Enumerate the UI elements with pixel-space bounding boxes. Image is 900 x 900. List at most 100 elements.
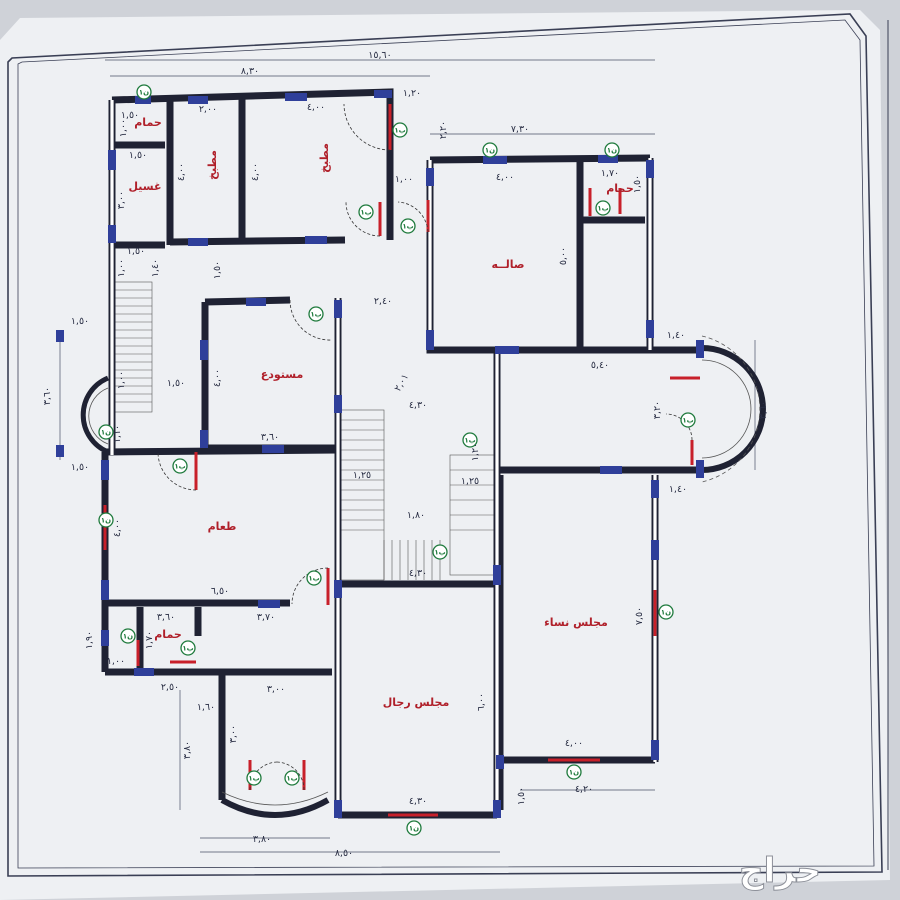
window-badge: ن١ (566, 764, 582, 780)
dim-100-a: ١,٠٠ (118, 119, 129, 137)
svg-text:ن١: ن١ (101, 429, 111, 437)
svg-text:ب١: ب١ (360, 209, 371, 217)
window-badge: ن١ (98, 512, 114, 528)
svg-text:ن١: ن١ (123, 633, 133, 641)
dim-100-b: ١,٠٠ (116, 259, 127, 277)
windows (56, 90, 704, 818)
window-badge: ن١ (136, 84, 152, 100)
window-badge: ن١ (406, 820, 422, 836)
svg-text:ب١: ب١ (402, 223, 413, 231)
dim-100-e: ١,٠٠ (107, 656, 125, 667)
dim-430-men: ٤,٣٠ (409, 796, 427, 807)
badges: ب١ ب١ ب١ ن١ ن١ ن١ ب١ ب١ ن١ ب١ ن١ ب١ ن١ ب… (98, 84, 696, 836)
svg-text:ن١: ن١ (485, 147, 495, 155)
dimension-lines (59, 59, 756, 853)
stairs-center (339, 409, 495, 581)
dim-100-d: ١,٠٠ (116, 371, 127, 389)
door-badge: ب١ (284, 770, 300, 786)
room-label-hall: صالــه (491, 258, 524, 271)
door-badge: ب١ (595, 200, 611, 216)
dim-400-b: ٤,٠٠ (176, 163, 187, 181)
door-badge: ب١ (400, 218, 416, 234)
dim-370: ٣,٧٠ (257, 612, 275, 623)
dim-360-right: ٣,٦٠ (758, 401, 769, 419)
svg-text:ن١: ن١ (661, 609, 671, 617)
room-label-bathroom-left: حمام (154, 628, 182, 641)
entrance-arc (220, 791, 330, 818)
door-badge: ب١ (358, 204, 374, 220)
room-label-kitchen-1: مطبخ (206, 150, 219, 180)
watermark-logo: حراج (739, 851, 822, 892)
dim-360-store: ٣,٦٠ (261, 432, 279, 443)
svg-text:ب١: ب١ (286, 775, 297, 783)
dim-170: ١,٧٠ (601, 168, 619, 179)
door-badge: ب١ (246, 770, 262, 786)
window-badge: ن١ (604, 142, 620, 158)
dim-140-c: ١,٤٠ (669, 484, 687, 495)
dim-150-c: ١,٥٠ (127, 246, 145, 257)
dim-140-a: ١,٤٠ (150, 259, 161, 277)
svg-text:حراج: حراج (739, 851, 821, 891)
dim-110: ١,١٠ (112, 425, 123, 443)
dim-150-f: ١,٥٠ (71, 316, 89, 327)
dim-150-h: ١,٥٠ (71, 462, 89, 473)
dim-150-e: ١,٥٠ (632, 175, 643, 193)
svg-text:ب١: ب١ (310, 311, 321, 319)
svg-text:ب١: ب١ (682, 417, 693, 425)
room-label-storage: مستودع (261, 368, 304, 381)
dim-400-women: ٤,٠٠ (565, 738, 583, 749)
door-badge: ب١ (180, 640, 196, 656)
dim-120: ١,٢٠ (403, 88, 421, 99)
dim-380-v: ٣,٨٠ (182, 741, 193, 759)
dim-100-c: ١,٠٠ (395, 174, 413, 185)
drawing-frame-inner (17, 19, 875, 869)
dim-650: ٦,٥٠ (211, 586, 229, 597)
dim-400-dining: ٤,٠٠ (112, 519, 123, 537)
door-badge: ب١ (172, 458, 188, 474)
window-badge: ن١ (658, 604, 674, 620)
bay-window-left (80, 375, 110, 455)
dim-190: ١,٩٠ (84, 631, 95, 649)
doors (103, 104, 700, 817)
svg-text:ن١: ن١ (101, 517, 111, 525)
dim-400-a: ٤,٠٠ (307, 102, 325, 113)
svg-text:ن١: ن١ (607, 147, 617, 155)
window-badge: ن١ (98, 424, 114, 440)
dimension-labels: ١٥,٦٠ ٨,٣٠ ٧,٣٠ ١,٢٠ ٢,٢٠ ١,٥٠ ١,٠٠ ٢,٠٠… (42, 50, 769, 859)
dim-380-bottom: ٣,٨٠ (253, 834, 271, 845)
dim-320: ٣,٢٠ (652, 401, 663, 419)
dim-430-b: ٤,٣٠ (409, 568, 427, 579)
room-label-bathroom-top: حمام (134, 116, 162, 129)
dim-125-b: ١,٢٥ (461, 476, 479, 487)
dim-600: ٦,٠٠ (476, 693, 487, 711)
svg-text:ب١: ب١ (308, 575, 319, 583)
dim-400-hall: ٤,٠٠ (496, 172, 514, 183)
dim-400-c: ٤,٠٠ (250, 163, 261, 181)
dim-right-block-top: ٧,٣٠ (511, 124, 529, 135)
svg-text:ب١: ب١ (248, 775, 259, 783)
dim-total-width: ١٥,٦٠ (368, 50, 391, 61)
dim-400-store: ٤,٠٠ (212, 369, 223, 387)
svg-text:ب١: ب١ (464, 437, 475, 445)
bay-window-right (701, 335, 766, 483)
door-badge: ب١ (306, 570, 322, 586)
dim-120-b: ١,٢٠ (470, 443, 481, 461)
dim-500-hall: ٥,٠٠ (558, 247, 569, 265)
dim-150-g: ١,٥٠ (167, 378, 185, 389)
dim-850: ٨,٥٠ (335, 848, 353, 859)
room-label-women-majlis: مجلس نساء (544, 616, 608, 629)
room-labels: حمام غسيل مطبخ مطبخ صالــه حمام مستودع ط… (128, 116, 633, 709)
dim-150-a: ١,٥٠ (121, 110, 139, 121)
door-badge: ب١ (432, 544, 448, 560)
dim-430-a: ٤,٣٠ (409, 400, 427, 411)
dim-300-a: ٣,٠٠ (116, 191, 127, 209)
svg-text:ن١: ن١ (139, 89, 149, 97)
dim-540: ٥,٤٠ (591, 360, 609, 371)
dim-170-b: ١,٧٠ (144, 631, 155, 649)
svg-text:ب١: ب١ (434, 549, 445, 557)
stairs-left (111, 281, 153, 413)
dim-420: ٤,٢٠ (575, 784, 593, 795)
dim-125-a: ١,٢٥ (353, 470, 371, 481)
svg-text:ب١: ب١ (174, 463, 185, 471)
